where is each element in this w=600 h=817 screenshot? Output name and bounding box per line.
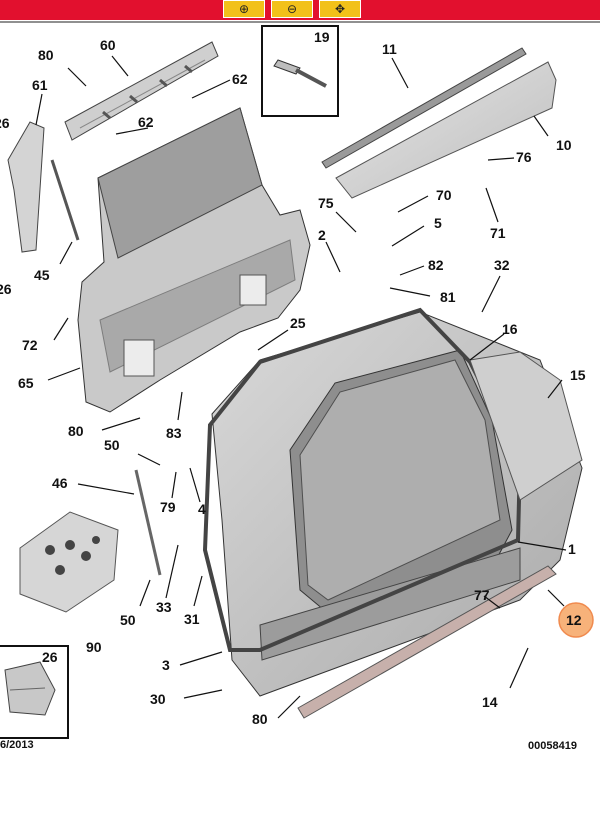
- viewer-toolbar: ⊕ ⊖ ✥: [0, 0, 600, 20]
- callout-2[interactable]: 2: [318, 227, 326, 243]
- callout-72[interactable]: 72: [22, 337, 38, 353]
- part-10-glass: [321, 47, 557, 199]
- leader-lines: [35, 55, 567, 719]
- callout-33[interactable]: 33: [156, 599, 172, 615]
- callout-26[interactable]: 26: [0, 115, 10, 131]
- callout-80[interactable]: 80: [68, 423, 84, 439]
- callout-50[interactable]: 50: [104, 437, 120, 453]
- callout-31[interactable]: 31: [184, 611, 200, 627]
- callout-25[interactable]: 25: [290, 315, 306, 331]
- zoom-in-icon: ⊕: [238, 2, 250, 16]
- part-14-trim: [297, 565, 557, 719]
- zoom-out-button[interactable]: ⊖: [271, 0, 313, 18]
- part-15-glass: [469, 351, 583, 501]
- callout-26[interactable]: 26: [0, 281, 12, 297]
- callout-90[interactable]: 90: [86, 639, 102, 655]
- callout-12[interactable]: 12: [566, 612, 582, 628]
- zoom-pan-button[interactable]: ✥: [319, 0, 361, 18]
- part-45-strut: [50, 159, 80, 241]
- zoom-pan-icon: ✥: [334, 2, 346, 16]
- callout-26[interactable]: 26: [42, 649, 58, 665]
- callout-70[interactable]: 70: [436, 187, 452, 203]
- callout-30[interactable]: 30: [150, 691, 166, 707]
- zoom-in-button[interactable]: ⊕: [223, 0, 265, 18]
- part-65-inner-trim: [77, 107, 311, 413]
- callout-80[interactable]: 80: [252, 711, 268, 727]
- callout-19[interactable]: 19: [314, 29, 330, 45]
- callout-80[interactable]: 80: [38, 47, 54, 63]
- callout-77[interactable]: 77: [474, 587, 490, 603]
- callout-76[interactable]: 76: [516, 149, 532, 165]
- callout-11[interactable]: 11: [382, 41, 397, 57]
- part-3-seal: [202, 307, 523, 652]
- callout-10[interactable]: 10: [556, 137, 572, 153]
- callout-79[interactable]: 79: [160, 499, 176, 515]
- part-61-pillar: [7, 121, 45, 253]
- part-19-inset: [261, 25, 339, 117]
- callout-14[interactable]: 14: [482, 694, 498, 710]
- callout-32[interactable]: 32: [494, 257, 510, 273]
- callout-82[interactable]: 82: [428, 257, 444, 273]
- callout-65[interactable]: 65: [18, 375, 34, 391]
- diagram-reference: 00058419: [528, 740, 577, 752]
- callout-5[interactable]: 5: [434, 215, 442, 231]
- callout-45[interactable]: 45: [34, 267, 50, 283]
- callout-16[interactable]: 16: [502, 321, 518, 337]
- callout-61[interactable]: 61: [32, 77, 48, 93]
- callout-81[interactable]: 81: [440, 289, 456, 305]
- callout-83[interactable]: 83: [166, 425, 182, 441]
- callout-71[interactable]: 71: [490, 225, 506, 241]
- callout-4[interactable]: 4: [198, 501, 206, 517]
- callout-60[interactable]: 60: [100, 37, 116, 53]
- part-60-trim: [64, 41, 219, 141]
- highlight-circle: [558, 602, 594, 638]
- zoom-out-icon: ⊖: [286, 2, 298, 16]
- callout-62[interactable]: 62: [232, 71, 248, 87]
- part-90-kit: [19, 511, 119, 613]
- revision-date: 6/2013: [0, 739, 34, 751]
- part-26-inset: [0, 645, 69, 739]
- callout-1[interactable]: 1: [568, 541, 576, 557]
- callout-15[interactable]: 15: [570, 367, 586, 383]
- callout-62[interactable]: 62: [138, 114, 154, 130]
- callout-3[interactable]: 3: [162, 657, 170, 673]
- parts-diagram: 80 60 61 26 62 62 45 26 19 11 10 76 71 7…: [0, 21, 600, 752]
- callout-75[interactable]: 75: [318, 195, 334, 211]
- callout-50[interactable]: 50: [120, 612, 136, 628]
- callout-46[interactable]: 46: [52, 475, 68, 491]
- part-46-strut: [134, 469, 162, 576]
